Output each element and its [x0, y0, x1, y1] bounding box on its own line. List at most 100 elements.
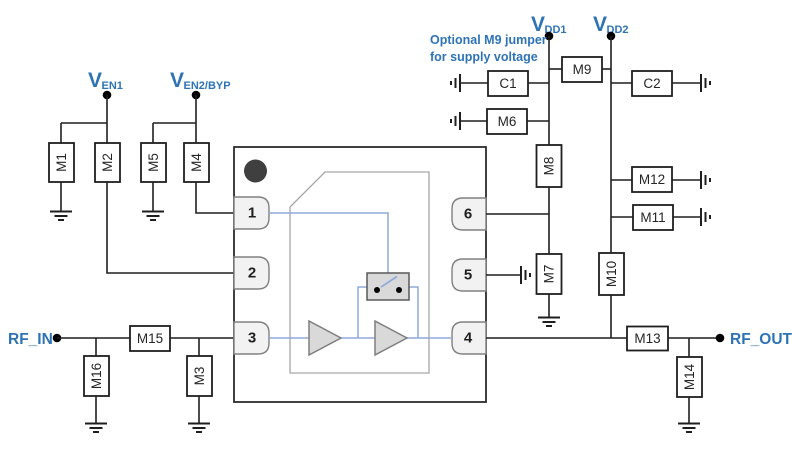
jumper-m1-box	[48, 142, 75, 183]
bypass-switch-body	[366, 272, 410, 301]
vdd1-label: V	[531, 13, 545, 36]
jumper-m12-box	[631, 166, 673, 193]
ground-icon	[450, 111, 461, 131]
jumper-m4-box	[183, 142, 210, 183]
ground-icon	[187, 422, 211, 433]
capacitor-c2-box	[631, 70, 673, 97]
jumper-m2-box	[94, 142, 121, 183]
bypass-switch-contact	[374, 287, 380, 293]
rf-out-label: RF_OUT	[730, 331, 792, 348]
ic-pin-6: 6	[451, 197, 487, 231]
ic-pin-6-number: 6	[464, 206, 472, 223]
wire	[269, 212, 389, 273]
ic-pin-1-number: 1	[248, 205, 256, 222]
bypass-switch-icon	[366, 272, 410, 301]
ic-die-outline	[289, 171, 430, 374]
capacitor-c1-label: C1	[499, 76, 516, 91]
jumper-m10-label: M10	[604, 261, 619, 287]
capacitor-c2-label: C2	[643, 76, 660, 91]
ic-pin-2-number: 2	[248, 265, 256, 282]
ven2-label: V	[170, 69, 184, 92]
jumper-m3: M3	[186, 355, 213, 397]
jumper-m7: M7	[535, 253, 563, 295]
jumper-m15-box	[129, 325, 171, 352]
jumper-m4-label: M4	[189, 153, 204, 172]
ven1-net: V EN1 M1 M2	[48, 69, 234, 274]
jumper-m15: M15	[129, 325, 171, 352]
ic-pin-3-number: 3	[248, 330, 256, 347]
jumper-m11-label: M11	[640, 210, 665, 225]
vdd2-label: V	[593, 13, 607, 36]
m9-note-line2: for supply voltage	[430, 50, 538, 64]
jumper-m12-label: M12	[639, 172, 665, 187]
jumper-m2: M2	[94, 142, 121, 183]
jumper-m5-box	[140, 142, 167, 183]
ground-icon	[520, 265, 531, 285]
m9-jumper: Optional M9 jumper for supply voltage M9	[430, 33, 611, 83]
ic-pin-5: 5	[451, 258, 487, 292]
jumper-m12: M12	[631, 166, 673, 193]
ic-pin-4-pad	[451, 321, 487, 355]
vdd1-net: V DD1 C1 M6 M8 M7	[450, 13, 567, 327]
wire	[409, 286, 419, 338]
ic-pin-1: 1	[233, 196, 270, 230]
jumper-m13: M13	[626, 325, 669, 352]
jumper-m10: M10	[598, 252, 625, 296]
wire	[106, 182, 234, 274]
jumper-m1-label: M1	[54, 153, 69, 172]
jumper-m8-box	[535, 144, 563, 188]
jumper-m16-box	[83, 355, 110, 397]
bypass-switch-lever	[380, 275, 398, 288]
wire	[357, 286, 367, 338]
ven2-label-subscript: EN2/BYP	[184, 80, 231, 92]
rf-in-net: RF_IN M16 M15 M3	[8, 325, 234, 433]
ground-icon	[677, 422, 701, 433]
jumper-m15-label: M15	[137, 331, 163, 346]
jumper-m14-label: M14	[682, 363, 697, 390]
ven1-label-subscript: EN1	[102, 80, 123, 92]
jumper-m10-box	[598, 252, 625, 296]
rf-in-label: RF_IN	[8, 331, 53, 348]
ic-package-outline	[233, 146, 487, 403]
jumper-m6: M6	[486, 108, 528, 135]
ic-package: 1 2 3 6 5 4	[233, 146, 487, 403]
ground-icon	[84, 422, 108, 433]
ic-pin-1-pad	[233, 196, 270, 230]
jumper-m16: M16	[83, 355, 110, 397]
ven2-net: V EN2/BYP M5 M4	[140, 69, 234, 221]
jumper-m5: M5	[140, 142, 167, 183]
jumper-m5-label: M5	[146, 153, 161, 172]
jumper-m6-label: M6	[498, 114, 517, 129]
jumper-m8-label: M8	[542, 157, 557, 176]
jumper-m3-label: M3	[192, 367, 207, 386]
jumper-m3-box	[186, 355, 213, 397]
ground-icon	[700, 170, 711, 190]
ic-pin-2: 2	[233, 256, 270, 290]
pin1-marker-icon	[244, 159, 267, 183]
jumper-m8: M8	[535, 144, 563, 188]
ground-icon	[49, 210, 73, 221]
ic-pin-3: 3	[233, 321, 270, 355]
rf-out-net: M13 M14 RF_OUT	[486, 325, 792, 433]
wire	[195, 182, 234, 214]
ground-icon	[700, 73, 711, 93]
jumper-m9: M9	[561, 56, 603, 83]
ic-internal-circuit	[269, 212, 452, 357]
jumper-m11-box	[632, 204, 674, 231]
jumper-m14: M14	[676, 356, 703, 398]
ic-pin-4: 4	[451, 321, 487, 355]
pin5-ground	[486, 265, 531, 285]
capacitor-c1: C1	[487, 70, 529, 97]
ven1-label: V	[88, 69, 102, 92]
ic-pin-5-pad	[451, 258, 487, 292]
jumper-m11: M11	[632, 204, 674, 231]
jumper-m1: M1	[48, 142, 75, 183]
jumper-m4: M4	[183, 142, 210, 183]
capacitor-c2: C2	[631, 70, 673, 97]
bypass-switch-contact	[396, 287, 402, 293]
ic-pin-6-pad	[451, 197, 487, 231]
vdd2-net: V DD2 C2 M12 M11 M10	[593, 13, 711, 338]
ic-pin-3-pad	[233, 321, 270, 355]
ground-icon	[450, 73, 461, 93]
